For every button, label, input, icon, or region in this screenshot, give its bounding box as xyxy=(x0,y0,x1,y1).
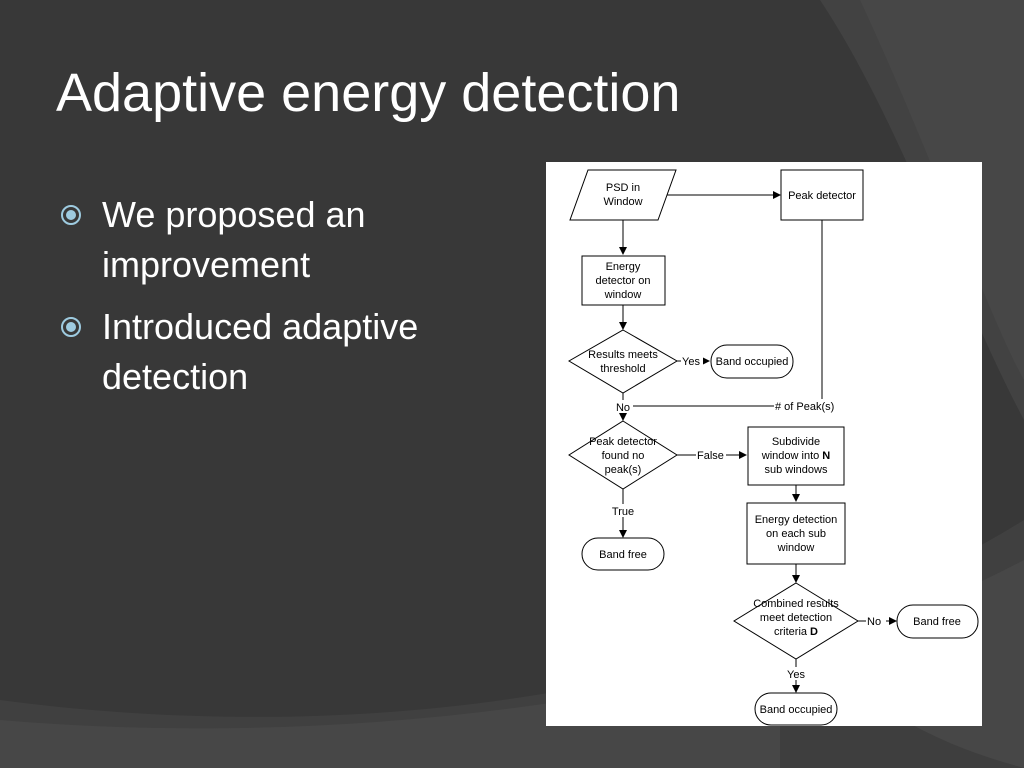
node-peak-found xyxy=(568,420,678,490)
node-subdivide-label: sub windows xyxy=(765,464,828,476)
node-energy-sub-label: Energy detection xyxy=(755,514,838,526)
node-peak-found-label: peak(s) xyxy=(605,464,642,476)
bullet-line: improvement xyxy=(102,244,311,285)
bullet-list: We proposed an improvement Introduced ad… xyxy=(60,190,500,414)
circle-bullet-icon xyxy=(61,317,81,337)
node-band-occupied-1 xyxy=(710,344,794,379)
node-energy-detector xyxy=(581,255,666,306)
node-combined-text: criteria xyxy=(774,626,808,638)
node-subdivide-bold: N xyxy=(822,450,830,462)
node-peak-detector xyxy=(780,169,864,221)
bullet-line: We proposed an xyxy=(102,194,366,235)
node-band-free-1 xyxy=(581,537,665,571)
edge-label-no-1: No xyxy=(616,402,630,414)
node-peak-found-label: found no xyxy=(602,450,645,462)
node-band-occupied-2-label: Band occupied xyxy=(760,704,833,716)
bullet-line: Introduced adaptive xyxy=(102,306,419,347)
node-psd-label: Window xyxy=(603,196,642,208)
node-band-free-2-label: Band free xyxy=(913,616,961,628)
bullet-line: detection xyxy=(102,356,249,397)
node-subdivide-label: Subdivide xyxy=(772,436,820,448)
edge-label-true: True xyxy=(612,506,634,518)
circle-bullet-icon xyxy=(61,205,81,225)
node-subdivide-text: window into xyxy=(761,450,819,462)
bullet-item: Introduced adaptive detection xyxy=(60,302,500,402)
node-combined-label: meet detection xyxy=(760,612,832,624)
node-results-threshold-label: threshold xyxy=(600,363,645,375)
node-energy-sub-label: window xyxy=(777,542,815,554)
node-combined xyxy=(733,582,859,660)
edge-label-peaks: # of Peak(s) xyxy=(775,401,834,413)
node-energy-detector-label: window xyxy=(604,289,642,301)
node-energy-sub xyxy=(746,502,846,565)
node-band-free-2 xyxy=(896,604,979,639)
node-combined-label: Combined results xyxy=(753,598,839,610)
bullet-item: We proposed an improvement xyxy=(60,190,500,290)
node-energy-detector-label: detector on xyxy=(595,275,650,287)
node-results-threshold-label: Results meets xyxy=(588,349,658,361)
node-psd-label: PSD in xyxy=(606,182,640,194)
node-band-free-1-label: Band free xyxy=(599,549,647,561)
node-peak-found-label: Peak detector xyxy=(589,436,657,448)
node-band-occupied-2 xyxy=(754,692,838,726)
node-combined-bold: D xyxy=(810,626,818,638)
edge-label-no-2: No xyxy=(867,616,881,628)
node-band-occupied-1-label: Band occupied xyxy=(716,356,789,368)
edge-label-false: False xyxy=(697,450,724,462)
edge-label-yes-1: Yes xyxy=(682,356,700,368)
flowchart: PSD in Window Peak detector Energy detec… xyxy=(546,162,982,726)
slide-title: Adaptive energy detection xyxy=(56,63,681,123)
node-psd xyxy=(569,169,677,221)
node-subdivide xyxy=(747,426,845,486)
node-results-threshold xyxy=(568,329,678,394)
flowchart-svg: PSD in Window Peak detector Energy detec… xyxy=(568,169,979,726)
node-energy-sub-label: on each sub xyxy=(766,528,826,540)
edge-label-yes-2: Yes xyxy=(787,669,805,681)
node-energy-detector-label: Energy xyxy=(606,261,641,273)
node-peak-detector-label: Peak detector xyxy=(788,190,856,202)
